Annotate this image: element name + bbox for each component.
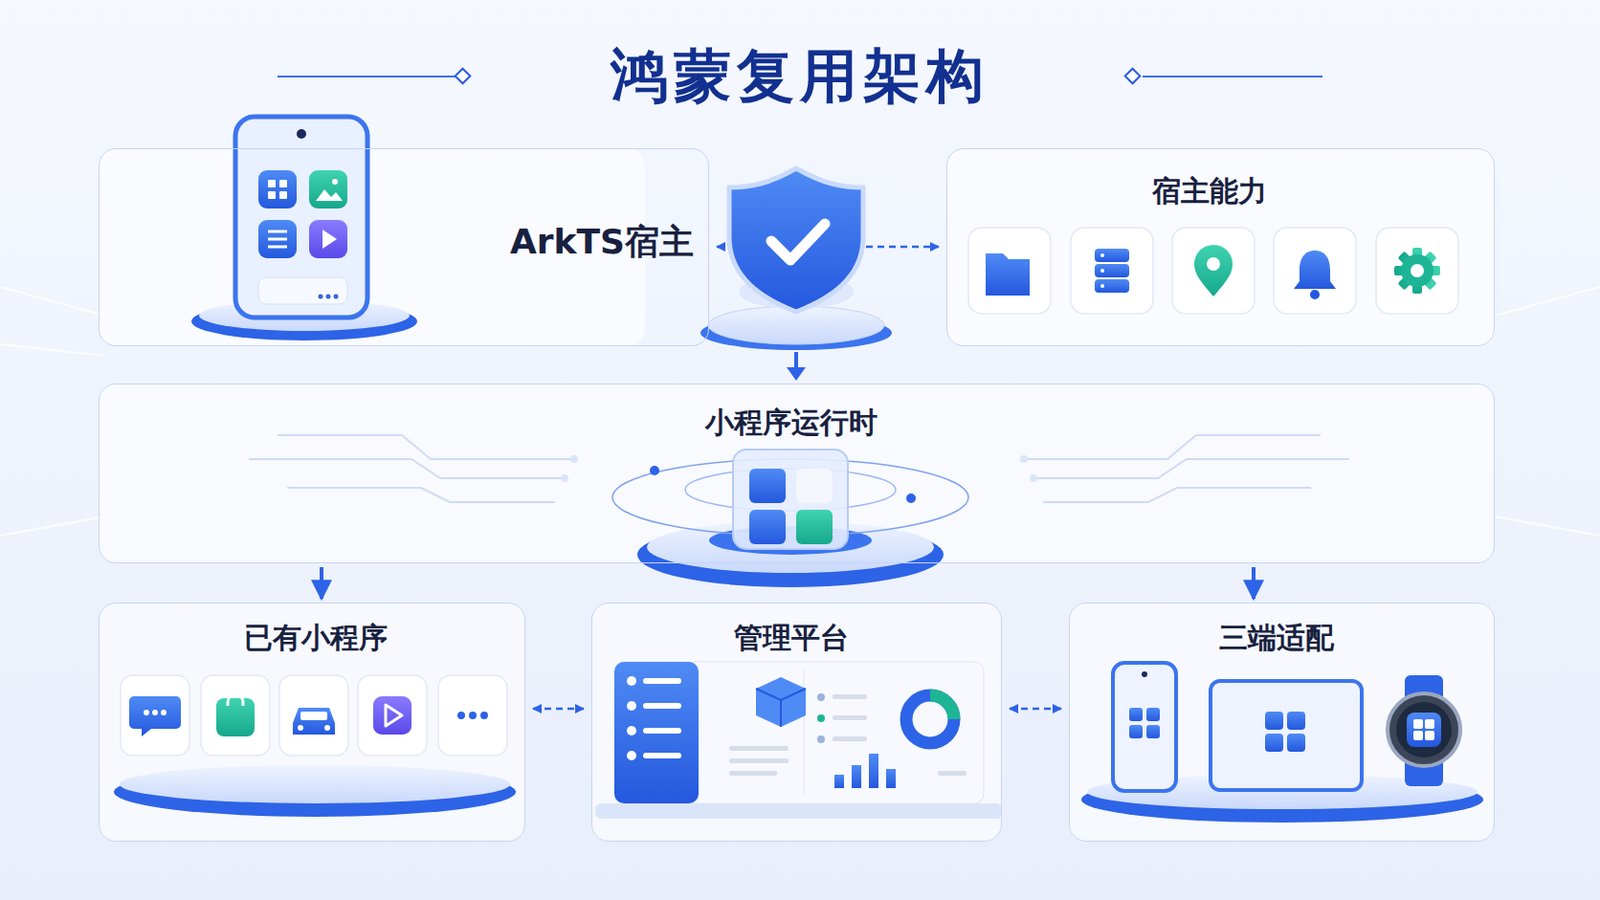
capability-panel: 宿主能力 [946,148,1495,347]
node-label: 三端适配 [1219,619,1334,659]
runtime-band: 小程序运行时 [98,383,1495,564]
connector-arrow [319,567,324,600]
connector-arrow [1251,567,1256,600]
miniprogram-panel: 已有小程序 [98,602,526,843]
node-label: 管理平台 [733,619,849,659]
platform-panel: 管理平台 [591,602,1002,843]
connector-arrow [1009,708,1062,712]
adapter-panel: 三端适配 [1068,602,1495,843]
node-label: 宿主能力 [1152,172,1267,212]
node-label: 小程序运行时 [705,403,878,444]
node-label: ArkTS宿主 [510,219,694,267]
node-label: 已有小程序 [244,619,388,659]
host-panel: ArkTS宿主 [98,148,710,347]
connector-arrow [533,708,584,712]
diagram-title: 鸿蒙复用架构 [610,38,990,116]
